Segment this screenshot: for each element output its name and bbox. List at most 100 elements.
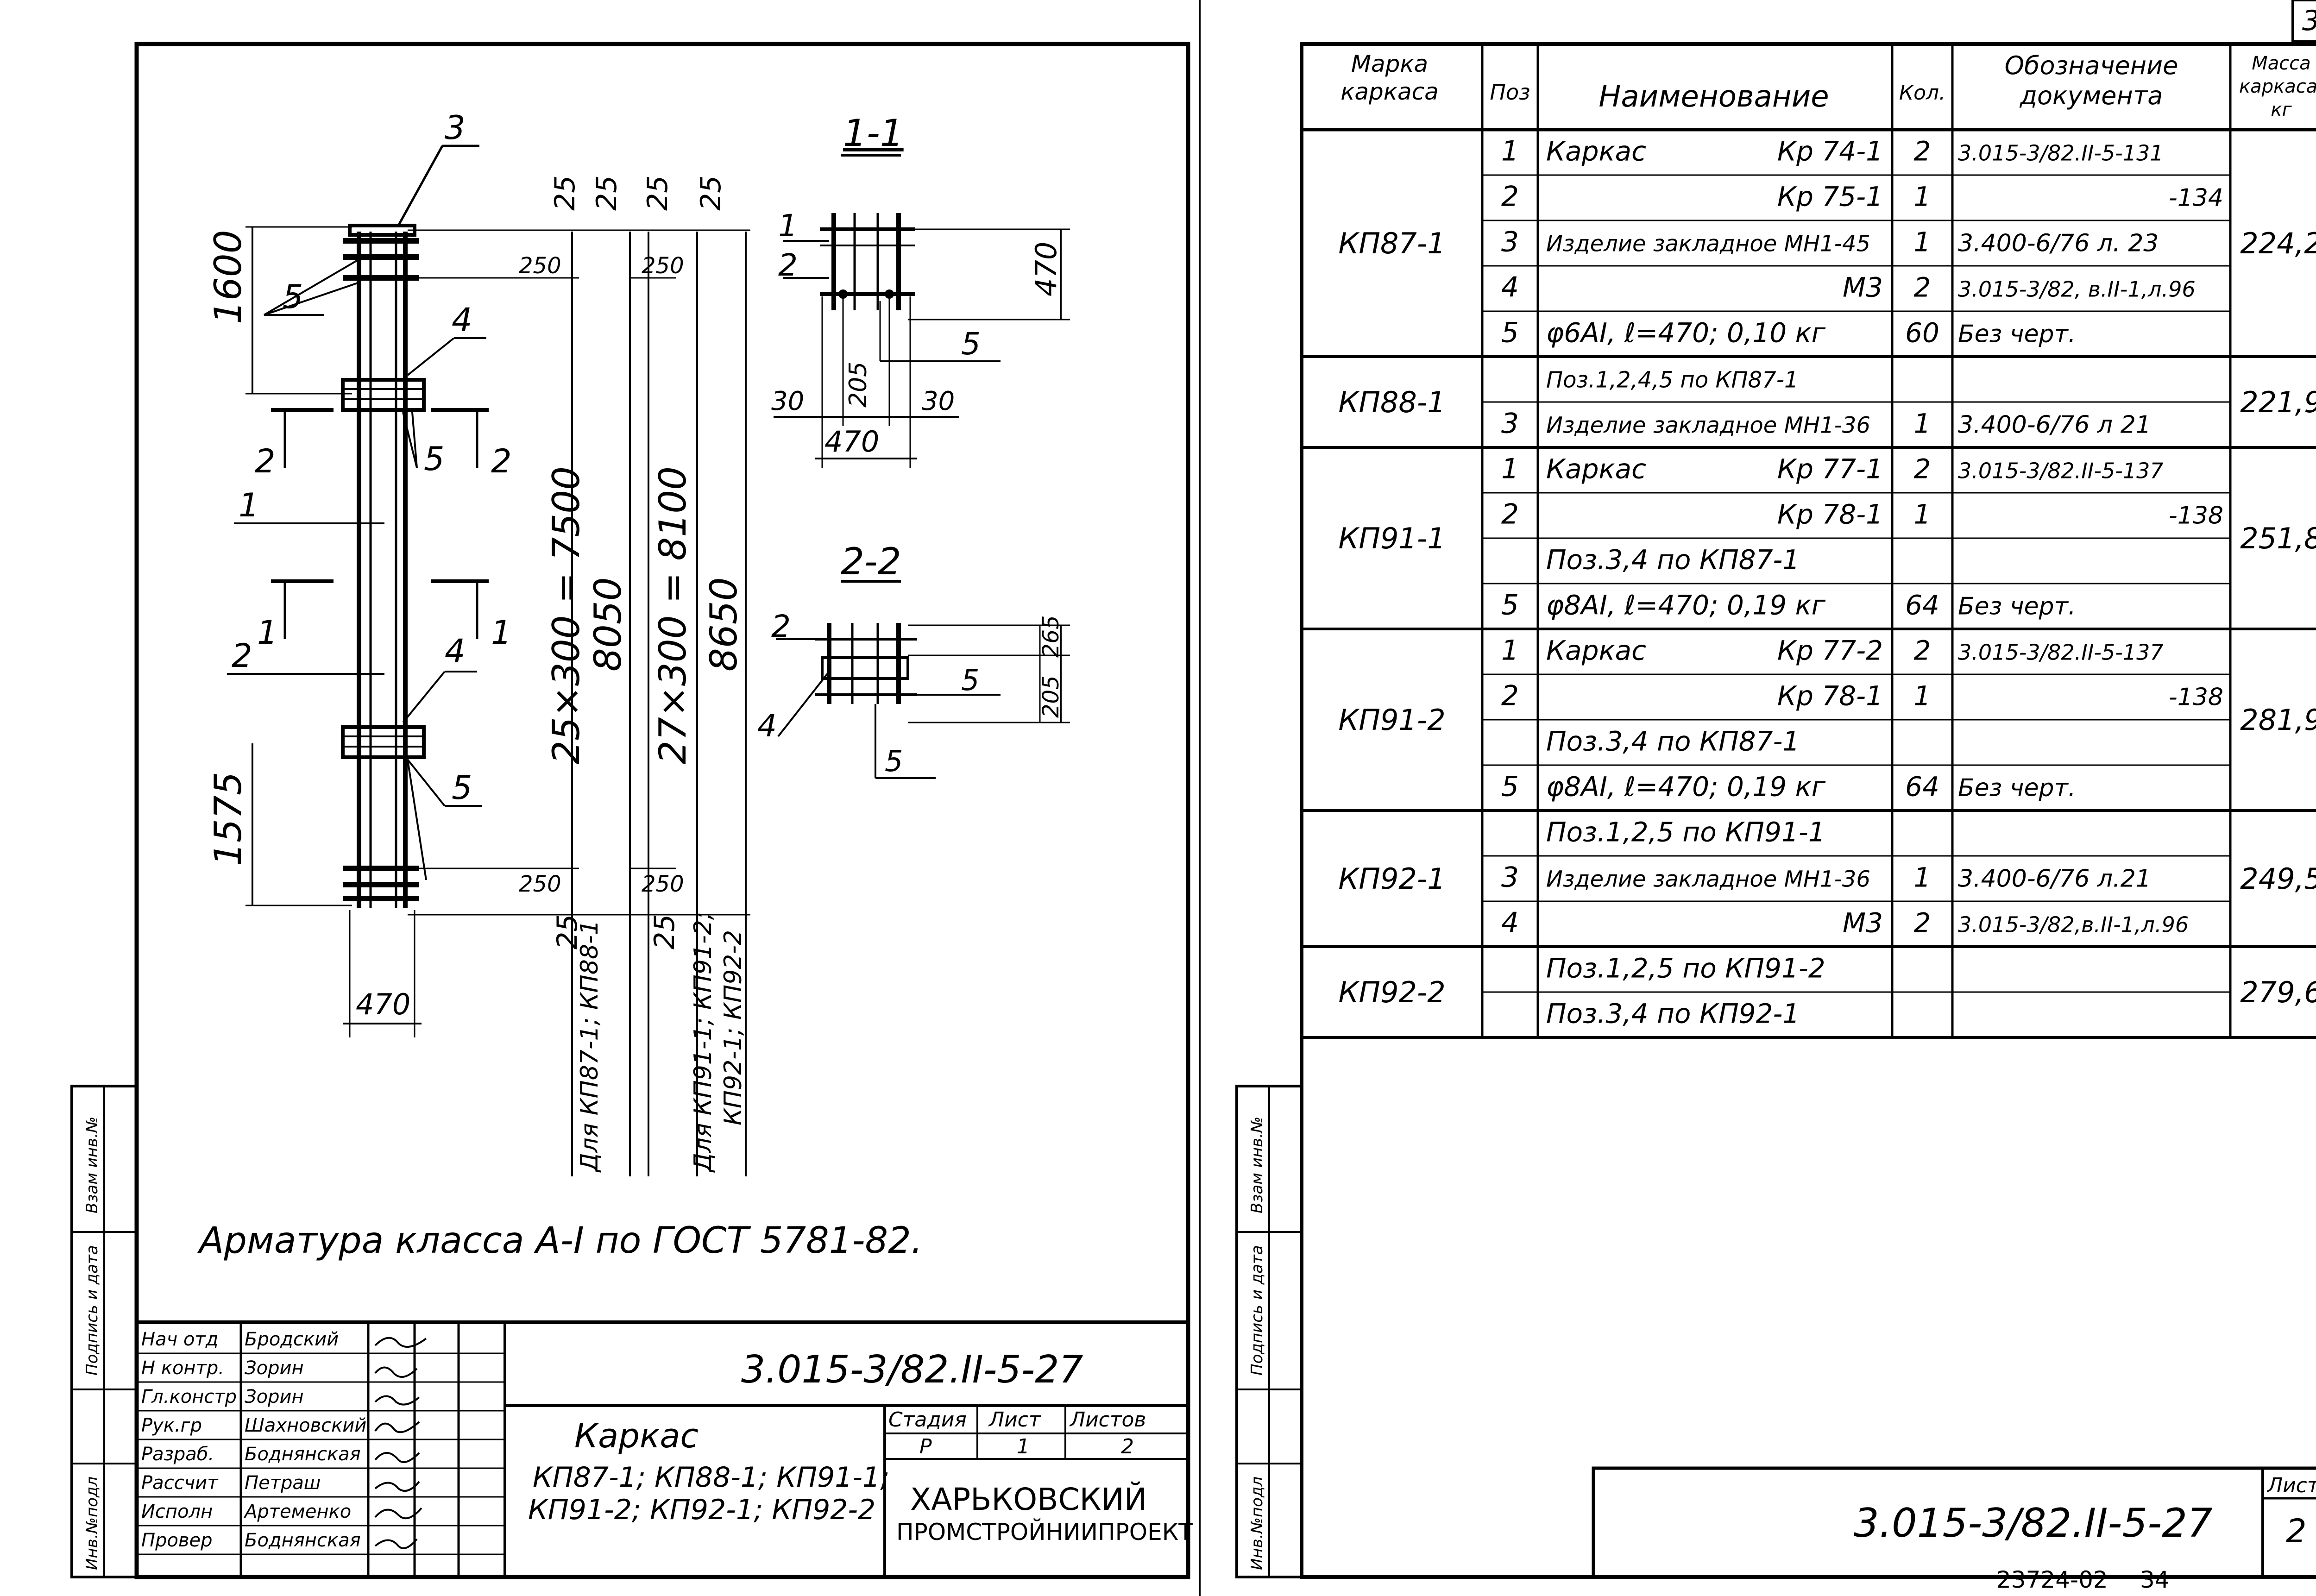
cut2-label-right: 2 (491, 442, 512, 480)
cell-name: Поз.1,2,5 по КП91-2 (1546, 953, 1825, 984)
tb-sheets-header: Листов (1069, 1408, 1146, 1432)
tb-sheet-header: Лист (988, 1408, 1041, 1432)
section-1-1-title: 1-1 (843, 112, 904, 155)
dim-top-25-4: 25 (695, 176, 727, 211)
right-doc-code: 3.015-3/82.II-5-27 (1854, 1500, 2213, 1546)
header-mark-2: каркаса (1341, 78, 1439, 105)
cell-mass: 221,9 (2240, 385, 2316, 419)
section-1-dim-470-h: 470 (824, 425, 879, 459)
cell-name: Изделие закладное МН1-36 (1546, 867, 1870, 892)
cell-pos: 4 (1501, 907, 1519, 939)
cell-pos: 3 (1501, 861, 1519, 894)
cell-pos: 5 (1501, 317, 1519, 349)
note-for-b2: КП92-1; КП92-2 (719, 930, 747, 1125)
header-name: Наименование (1599, 80, 1829, 114)
cell-pos: 1 (1501, 135, 1519, 168)
cell-name: Изделие закладное МН1-36 (1546, 413, 1870, 439)
cell-mark: КП88-1 (1338, 385, 1445, 419)
label-pos2: 2 (232, 637, 252, 675)
label-pos5b: 5 (424, 440, 445, 478)
embedded-plate-lower (341, 725, 426, 759)
elevation-view: 3 (207, 109, 750, 1176)
cell-pos: 3 (1501, 226, 1519, 258)
tb-role-6: Исполн (141, 1501, 213, 1522)
dim-8650: 8650 (702, 577, 745, 672)
section-2-dim-265: 265 (1038, 615, 1064, 658)
dim-bottom-25-b: 25 (648, 914, 681, 949)
cell-mass: 279,6 (2240, 975, 2316, 1009)
header-mass-1: Масса (2252, 53, 2311, 74)
left-sheet: Взам инв.№ Подпись и дата Инв.№подл 3 (70, 0, 1201, 1596)
cell-doc: 3.400-6/76 л. 23 (1958, 230, 2159, 258)
left-side-stamp: Взам инв.№ Подпись и дата Инв.№подл (70, 1085, 138, 1578)
dim-8050: 8050 (586, 577, 629, 672)
cut2-label-left: 2 (255, 442, 276, 480)
header-pos: Поз (1490, 80, 1530, 105)
cell-doc: -134 (2169, 184, 2223, 212)
cell-name-2: Кр 78-1 (1777, 680, 1883, 712)
cell-qty: 2 (1914, 272, 1931, 303)
cell-doc: -138 (2169, 684, 2223, 711)
cell-qty: 2 (1914, 907, 1931, 939)
cell-pos: 3 (1501, 408, 1519, 440)
cell-pos: 5 (1501, 771, 1519, 803)
cell-name: Поз.3,4 по КП87-1 (1546, 726, 1800, 757)
cell-doc: 3.400-6/76 л 21 (1958, 411, 2151, 439)
section-2-2-title: 2-2 (841, 540, 901, 583)
cell-pos: 4 (1501, 271, 1519, 304)
dim-1600: 1600 (207, 230, 250, 324)
tb-name-4: Боднянская (245, 1444, 361, 1465)
dim-470-bottom: 470 (356, 987, 410, 1021)
tb-org-1: ХАРЬКОВСКИЙ (910, 1481, 1147, 1517)
cell-mark: КП91-2 (1338, 703, 1445, 737)
cell-qty: 1 (1914, 499, 1931, 530)
tb-doc-code: 3.015-3/82.II-5-27 (741, 1348, 1083, 1392)
side-stamp-label-3: Взам инв.№ (83, 1117, 101, 1213)
dim-7500: 25×300 = 7500 (545, 466, 588, 764)
bottom-stirrups (343, 866, 419, 901)
tb-role-5: Рассчит (141, 1472, 219, 1494)
right-sheet-label: Лист (2266, 1474, 2316, 1497)
tb-name-5: Петраш (245, 1472, 321, 1494)
label-pos5c: 5 (452, 769, 472, 807)
label-pos5a: 5 (283, 278, 303, 316)
cell-mark: КП92-2 (1338, 975, 1445, 1009)
section-1-label-1: 1 (778, 208, 798, 244)
dim-250-c: 250 (519, 871, 561, 897)
tb-sheet: 1 (1017, 1435, 1030, 1458)
cell-pos: 5 (1501, 589, 1519, 622)
tb-name-3: Шахновский (245, 1415, 366, 1436)
cell-name: φ8АI, ℓ=470; 0,19 кг (1546, 771, 1826, 803)
header-qty: Кол. (1899, 81, 1945, 105)
tb-name-2: Зорин (245, 1386, 304, 1407)
cell-mass: 281,9 (2240, 703, 2316, 737)
cell-name-2: М3 (1843, 907, 1883, 939)
tb-stage-header: Стадия (888, 1408, 967, 1432)
cell-pos: 1 (1501, 635, 1519, 667)
section-2-dim-205: 205 (1038, 675, 1064, 718)
tb-role-1: Н контр. (141, 1357, 224, 1379)
header-mark-1: Марка (1351, 50, 1428, 77)
signatures (374, 1337, 427, 1549)
cell-mark: КП92-1 (1338, 862, 1445, 896)
cell-mass: 224,2 (2240, 226, 2316, 260)
section-2-label-4: 4 (757, 708, 777, 744)
header-mass-3: кг (2271, 99, 2292, 120)
cell-doc: 3.015-3/82.II-5-137 (1958, 640, 2164, 665)
cell-name-2: Кр 75-1 (1777, 181, 1883, 213)
cell-name-2: М3 (1843, 272, 1883, 303)
cell-doc: 3.015-3/82.II-5-131 (1958, 141, 2164, 166)
cell-name: Каркас (1546, 635, 1646, 666)
cell-doc: 3.015-3/82.II-5-137 (1958, 459, 2164, 484)
cell-qty: 2 (1914, 136, 1931, 167)
cell-doc: Без черт. (1958, 774, 2076, 802)
tb-role-3: Рук.гр (141, 1415, 202, 1436)
left-title-block: Нач отд Н контр. Гл.констр Рук.гр Разраб… (135, 1320, 1193, 1579)
cell-qty: 60 (1905, 317, 1939, 349)
section-1-label-5: 5 (961, 326, 981, 362)
label-pos3: 3 (445, 109, 466, 147)
cell-name-2: Кр 77-2 (1777, 635, 1883, 666)
cell-pos: 2 (1501, 498, 1519, 531)
dim-bottom-25-a: 25 (551, 914, 584, 949)
